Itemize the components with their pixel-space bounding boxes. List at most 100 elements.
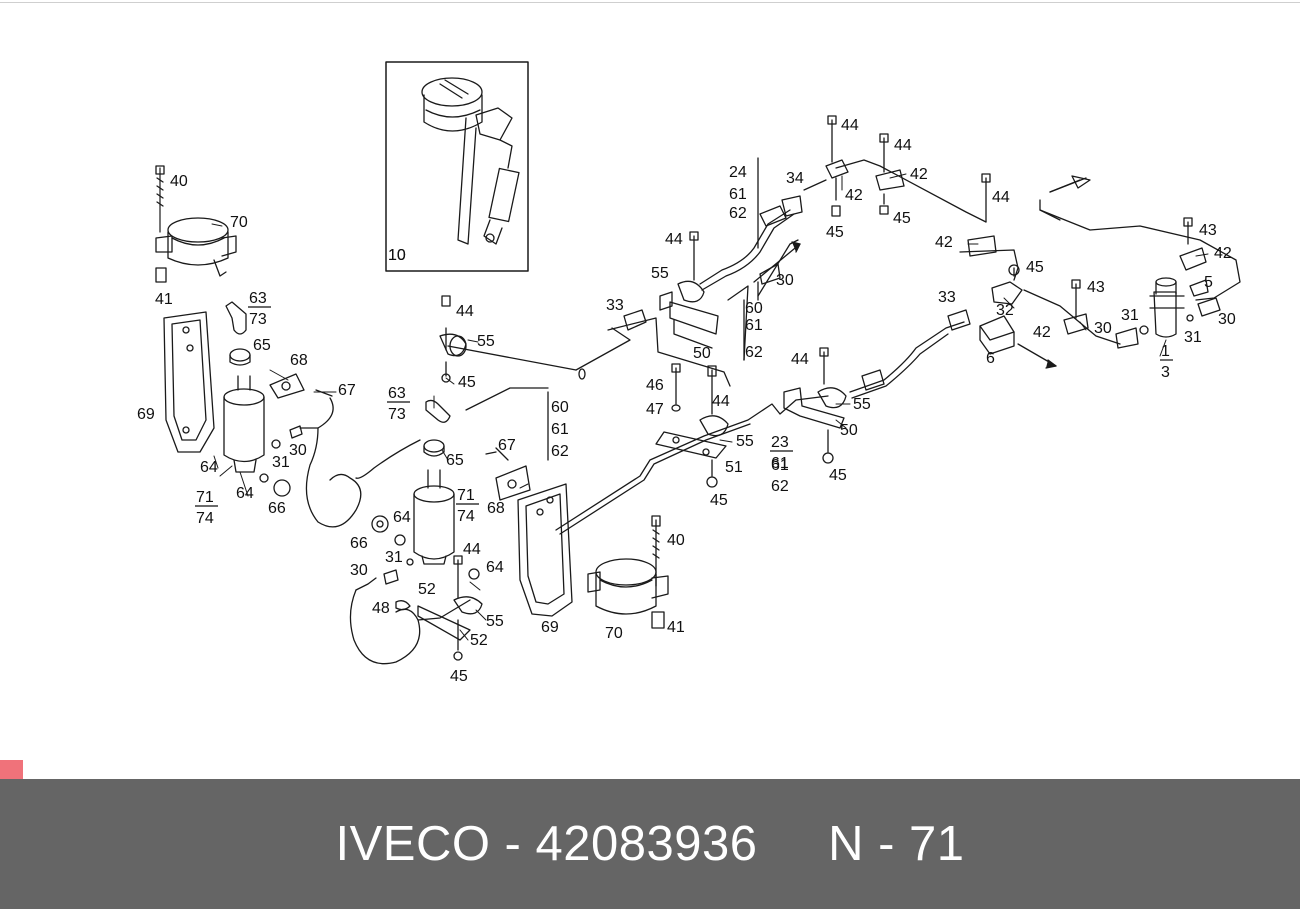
callout-6: 6 — [986, 350, 995, 367]
callout-30: 30 — [350, 562, 368, 579]
flow-arrows — [753, 177, 1087, 369]
hose-24-upper — [699, 157, 827, 301]
callout-41: 41 — [667, 619, 685, 636]
callout-55: 55 — [853, 396, 871, 413]
leader-lines — [211, 173, 1209, 641]
callout-61: 61 — [771, 457, 789, 474]
callout-62: 62 — [729, 205, 747, 222]
top-brackets — [825, 115, 1020, 281]
callout-44: 44 — [791, 351, 809, 368]
callout-70: 70 — [605, 625, 623, 642]
callout-45: 45 — [829, 467, 847, 484]
callout-55: 55 — [486, 613, 504, 630]
callout-65: 65 — [253, 337, 271, 354]
callout-42: 42 — [845, 187, 863, 204]
callout-30: 30 — [289, 442, 307, 459]
callout-61: 61 — [729, 186, 747, 203]
callout-52: 52 — [418, 581, 436, 598]
fraction-1-3: 13 — [1160, 343, 1173, 381]
callout-44: 44 — [456, 303, 474, 320]
fitting-55-lower — [417, 555, 483, 661]
callout-10: 10 — [388, 247, 406, 264]
fraction-numerator: 71 — [196, 489, 214, 506]
callout-69: 69 — [137, 406, 155, 423]
callout-52: 52 — [470, 632, 488, 649]
callout-50: 50 — [840, 422, 858, 439]
callout-42: 42 — [1033, 324, 1051, 341]
sensor-hose-left — [289, 397, 362, 528]
callout-68: 68 — [487, 500, 505, 517]
callout-30: 30 — [776, 272, 794, 289]
callout-55: 55 — [651, 265, 669, 282]
fraction-denominator: 74 — [196, 510, 214, 527]
callout-65: 65 — [446, 452, 464, 469]
center-fittings — [423, 295, 467, 457]
callout-44: 44 — [665, 231, 683, 248]
callout-45: 45 — [450, 668, 468, 685]
callout-45: 45 — [458, 374, 476, 391]
bracket-50-upper — [607, 231, 799, 387]
callout-50: 50 — [693, 345, 711, 362]
callout-31: 31 — [1121, 307, 1139, 324]
callout-66: 66 — [268, 500, 286, 517]
bracket-69-left — [163, 311, 215, 453]
callout-51: 51 — [725, 459, 743, 476]
small-hardware-center — [259, 439, 480, 611]
top-border-line — [0, 2, 1300, 3]
fraction-denominator: 3 — [1161, 364, 1170, 381]
callout-44: 44 — [841, 117, 859, 134]
callout-32: 32 — [996, 302, 1014, 319]
callout-30: 30 — [1094, 320, 1112, 337]
callout-31: 31 — [385, 549, 403, 566]
corner-marker — [0, 760, 23, 779]
callout-69: 69 — [541, 619, 559, 636]
callout-46: 46 — [646, 377, 664, 394]
callout-43: 43 — [1087, 279, 1105, 296]
callout-68: 68 — [290, 352, 308, 369]
callout-67: 67 — [338, 382, 356, 399]
callout-44: 44 — [463, 541, 481, 558]
callout-64: 64 — [200, 459, 218, 476]
callout-labels: 4070416568676930316464661044554565676864… — [137, 117, 1236, 685]
callout-67: 67 — [498, 437, 516, 454]
parts-diagram: 4070416568676930316464661044554565676864… — [137, 61, 1241, 685]
callout-24: 24 — [729, 164, 747, 181]
fraction-denominator: 74 — [457, 508, 475, 525]
callout-64: 64 — [393, 509, 411, 526]
callout-30: 30 — [1218, 311, 1236, 328]
fraction-denominator: 61 — [771, 455, 789, 472]
callout-40: 40 — [170, 173, 188, 190]
callout-62: 62 — [771, 478, 789, 495]
fraction-denominator: 73 — [388, 406, 406, 423]
callout-45: 45 — [893, 210, 911, 227]
callout-33: 33 — [938, 289, 956, 306]
callout-55: 55 — [477, 333, 495, 350]
callout-34: 34 — [786, 170, 804, 187]
fraction-numerator: 23 — [771, 434, 789, 451]
part-6-sensor — [979, 315, 1015, 355]
callout-70: 70 — [230, 214, 248, 231]
callout-40: 40 — [667, 532, 685, 549]
callout-44: 44 — [894, 137, 912, 154]
callout-64: 64 — [486, 559, 504, 576]
inset-label: 10 — [388, 247, 406, 264]
footer-bar: IVECO - 42083936 N - 71 — [0, 779, 1300, 909]
bellows-71-left — [223, 301, 333, 473]
callout-61: 61 — [745, 317, 763, 334]
callout-31: 31 — [1184, 329, 1202, 346]
callout-61: 61 — [551, 421, 569, 438]
callout-48: 48 — [372, 600, 390, 617]
diagram-drawing — [155, 61, 1241, 665]
callout-5: 5 — [1204, 274, 1213, 291]
callout-45: 45 — [1026, 259, 1044, 276]
fitting-55-right — [783, 347, 847, 464]
fraction-numerator: 63 — [388, 385, 406, 402]
callout-62: 62 — [551, 443, 569, 460]
callout-60: 60 — [745, 300, 763, 317]
callout-55: 55 — [736, 433, 754, 450]
bellows-71-center — [413, 447, 531, 565]
callout-62: 62 — [745, 344, 763, 361]
